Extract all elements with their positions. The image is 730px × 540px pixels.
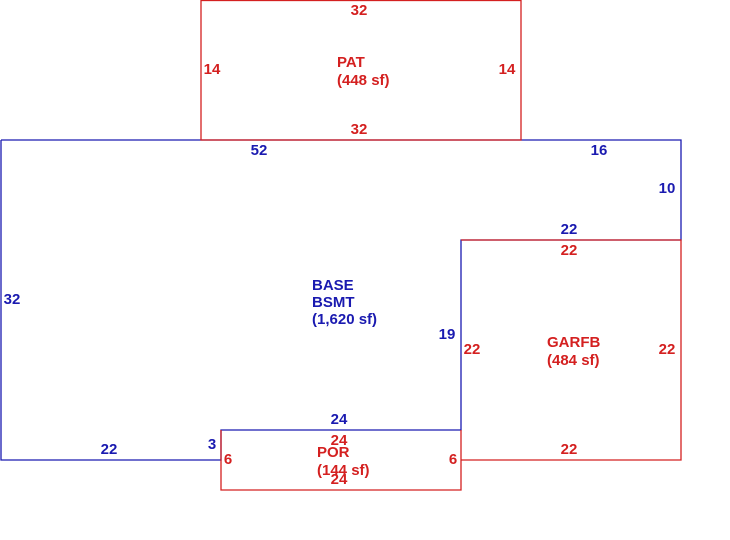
garage-dim-left: 22 xyxy=(464,341,481,358)
patio-dim-left: 14 xyxy=(204,61,221,78)
garage-name: GARFB xyxy=(547,334,600,351)
base-name-line1: BASE xyxy=(312,277,354,294)
patio-dim-bottom: 32 xyxy=(351,121,368,138)
patio-area: (448 sf) xyxy=(337,72,390,89)
base-dim-top-right: 16 xyxy=(591,142,608,159)
garage-outline xyxy=(461,239,682,461)
patio-dim-right: 14 xyxy=(499,61,516,78)
base-dim-top-left: 52 xyxy=(251,142,268,159)
garage-dim-bottom: 22 xyxy=(561,441,578,458)
base-area: (1,620 sf) xyxy=(312,311,377,328)
base-dim-bottom-left: 22 xyxy=(101,441,118,458)
base-name-line2: BSMT xyxy=(312,294,355,311)
garage-dim-right: 22 xyxy=(659,341,676,358)
base-dim-left: 32 xyxy=(4,291,21,308)
patio-outline xyxy=(200,0,522,141)
porch-dim-right: 6 xyxy=(449,451,457,468)
patio-dim-top: 32 xyxy=(351,2,368,19)
porch-dim-top: 24 xyxy=(331,432,348,449)
porch-area: (144 sf) xyxy=(317,462,370,479)
patio-name: PAT xyxy=(337,54,365,71)
porch-name: POR xyxy=(317,444,350,461)
base-dim-bottom-mid: 24 xyxy=(331,411,348,428)
porch-dim-bottom: 24 xyxy=(331,471,348,488)
base-dim-right-upper: 10 xyxy=(659,180,676,197)
base-dim-inner-vertical: 19 xyxy=(439,326,456,343)
garage-area: (484 sf) xyxy=(547,352,600,369)
porch-dim-left: 6 xyxy=(224,451,232,468)
base-dim-step-top: 22 xyxy=(561,221,578,238)
base-dim-step-small: 3 xyxy=(208,436,216,453)
porch-outline xyxy=(220,430,462,491)
garage-dim-top: 22 xyxy=(561,242,578,259)
